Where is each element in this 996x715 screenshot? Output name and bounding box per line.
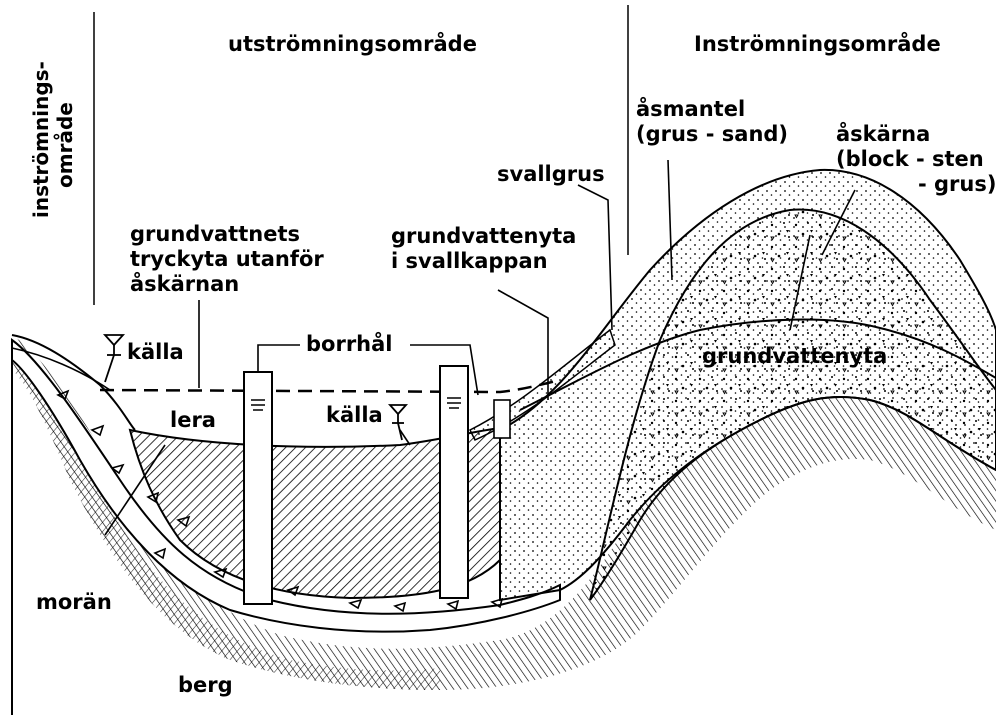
label-grundvattenyta-svall-1: grundvattenyta [391, 224, 576, 248]
spring-icon-left [105, 335, 123, 382]
label-asmantel-2: (grus - sand) [636, 122, 788, 146]
label-instromningsomrade-left-2: område [53, 102, 77, 188]
label-borrhal: borrhål [306, 331, 393, 356]
label-askarna-3: - grus) [918, 172, 996, 196]
label-moran: morän [36, 590, 112, 614]
label-svallgrus: svallgrus [497, 162, 605, 186]
label-grundvattnets-3: åskärnan [130, 271, 239, 296]
label-askarna-2: (block - sten [836, 147, 984, 171]
label-asmantel-1: åsmantel [636, 96, 745, 121]
label-askarna-1: åskärna [836, 121, 930, 146]
label-grundvattenyta-svall-2: i svallkappan [391, 249, 548, 273]
label-berg: berg [178, 673, 233, 697]
label-utstromningsomrade: utströmningsområde [228, 31, 477, 56]
label-lera: lera [170, 408, 216, 432]
pressure-surface-dashed [100, 380, 560, 392]
label-grundvattenyta: grundvattenyta [702, 344, 887, 368]
label-instromningsomrade-left-1: inströmnings- [29, 61, 53, 218]
label-kalla-center: källa [326, 403, 383, 427]
label-instromningsomrade-right: Inströmningsområde [694, 31, 941, 56]
label-grundvattnets-1: grundvattnets [130, 222, 300, 246]
borehole-right [440, 366, 468, 598]
borehole-left [244, 372, 272, 604]
label-grundvattnets-2: tryckyta utanför [130, 247, 324, 271]
label-kalla-left: källa [127, 340, 184, 364]
borehole-small [494, 400, 510, 438]
